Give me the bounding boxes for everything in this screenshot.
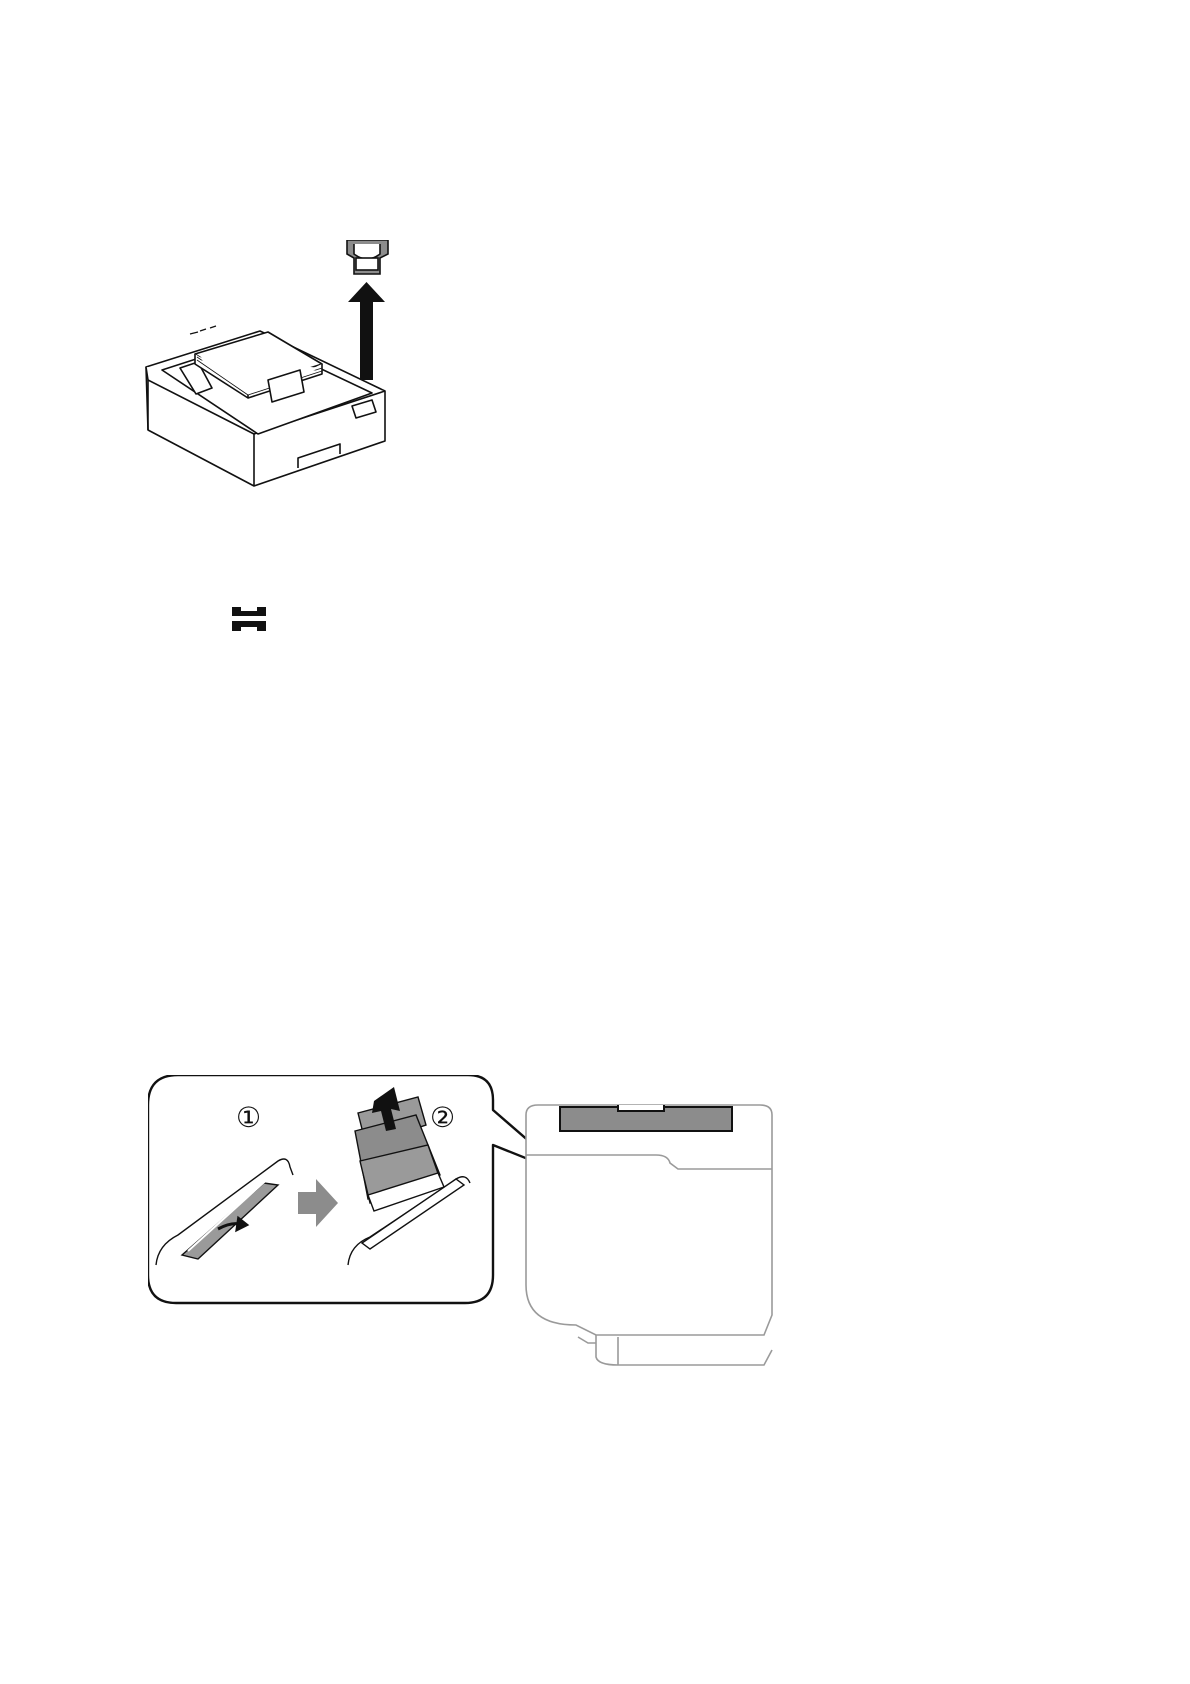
rear-paper-slot xyxy=(560,1105,732,1131)
paper-cassette-illustration xyxy=(140,240,420,490)
step-1-label: ① xyxy=(236,1101,261,1134)
cassette-tab xyxy=(347,240,388,274)
callout xyxy=(148,1075,568,1303)
paper-tray-icon xyxy=(232,607,266,631)
rear-feed-illustration: ① ② xyxy=(148,1075,838,1455)
printer-rear xyxy=(526,1105,772,1365)
step-2-label: ② xyxy=(430,1101,455,1134)
paper-cassette xyxy=(146,326,385,486)
up-arrow-icon xyxy=(348,282,385,380)
